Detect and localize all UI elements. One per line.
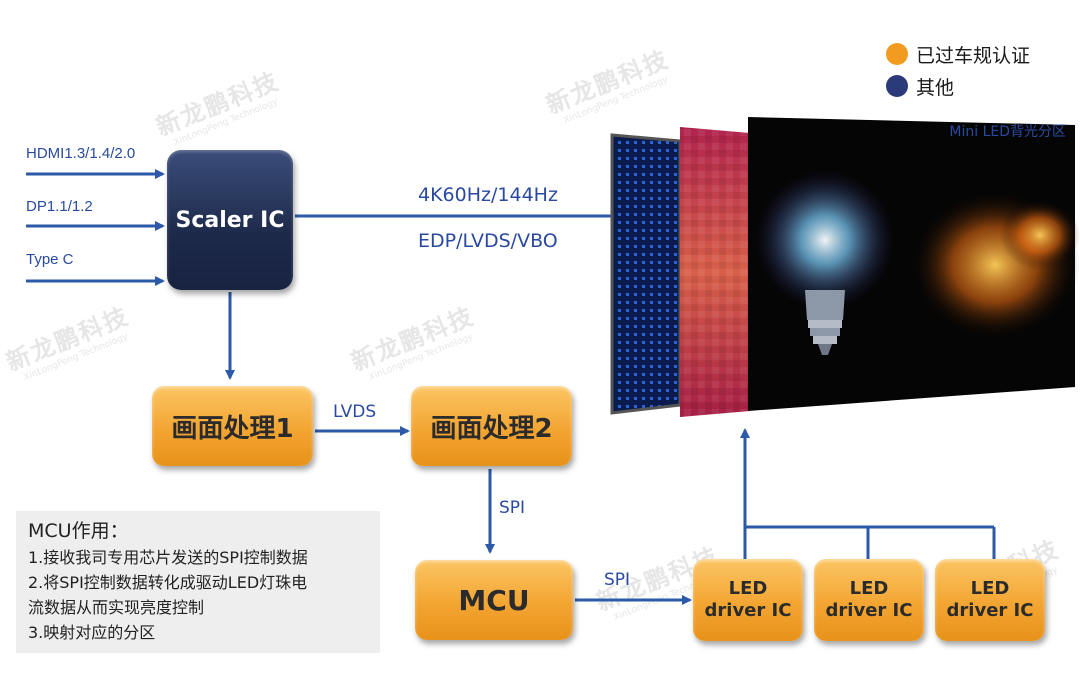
mcu-note-line: 3.映射对应的分区 xyxy=(28,620,368,645)
legend-item-certified: 已过车规认证 xyxy=(886,38,1030,70)
video-rate-label: 4K60Hz/144Hz xyxy=(418,184,558,206)
mcu-function-note: MCU作用： 1.接收我司专用芯片发送的SPI控制数据 2.将SPI控制数据转化… xyxy=(16,511,380,653)
led-driver-ic-box-2: LED driver IC xyxy=(814,559,924,641)
input-label-dp: DP1.1/1.2 xyxy=(26,198,93,215)
scaler-ic-box: Scaler IC xyxy=(167,150,293,290)
input-label-typec: Type C xyxy=(26,251,74,268)
picture-processing-1-box: 画面处理1 xyxy=(152,386,313,466)
video-interface-label: EDP/LVDS/VBO xyxy=(418,230,558,252)
legend-item-other: 其他 xyxy=(886,70,1030,102)
mcu-box: MCU xyxy=(415,560,573,640)
mcu-note-line: 2.将SPI控制数据转化成驱动LED灯珠电 xyxy=(28,570,368,595)
legend-navy-dot xyxy=(886,75,908,97)
lvds-label: LVDS xyxy=(333,402,376,422)
legend: 已过车规认证 其他 xyxy=(886,38,1030,102)
legend-orange-dot xyxy=(886,43,908,65)
mcu-note-line: 1.接收我司专用芯片发送的SPI控制数据 xyxy=(28,545,368,570)
mcu-note-title: MCU作用： xyxy=(28,517,368,545)
mcu-note-line: 流数据从而实现亮度控制 xyxy=(28,595,368,620)
led-grid-layer xyxy=(612,135,680,413)
led-driver-ic-box-1: LED driver IC xyxy=(693,559,803,641)
input-label-hdmi: HDMI1.3/1.4/2.0 xyxy=(26,145,135,162)
mini-led-zone-label: Mini LED背光分区 xyxy=(949,121,1066,141)
mini-led-panel-stack xyxy=(600,115,1080,425)
spi-label-vertical: SPI xyxy=(499,498,525,518)
led-driver-ic-box-3: LED driver IC xyxy=(935,559,1045,641)
spi-label-horizontal: SPI xyxy=(604,570,630,590)
picture-processing-2-box: 画面处理2 xyxy=(411,386,572,466)
